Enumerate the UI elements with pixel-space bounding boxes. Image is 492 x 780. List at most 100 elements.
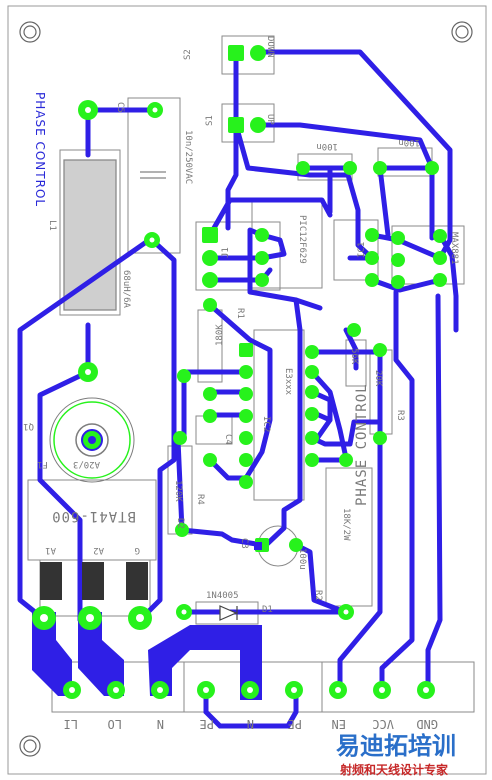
- pad-ic2-6: [239, 453, 253, 467]
- pad-ic2-14: [305, 345, 319, 359]
- label-r-56k: 56K: [349, 348, 359, 365]
- labels: S2 DOWN S1 UP 100n 100n C5 10n/250VAC L1…: [23, 36, 459, 615]
- conn-label-en: EN: [332, 717, 346, 731]
- pad-ic2-4: [239, 409, 253, 423]
- label-fuse-value: A20/3: [73, 459, 100, 469]
- label-pic-chip: PIC12F629: [297, 215, 307, 264]
- fuse-outline: [49, 397, 135, 483]
- pad-j1-1: [202, 227, 218, 243]
- label-pin-a1: A1: [45, 545, 56, 555]
- pad-j1-5: [255, 251, 269, 265]
- conn-label-lo: LO: [108, 717, 122, 731]
- label-r1: R1: [235, 308, 245, 319]
- title-phase-control-right: PHASE CONTROL: [354, 383, 370, 506]
- pad-ic2-12: [305, 385, 319, 399]
- pad-ctop-2: [343, 161, 357, 175]
- label-c3: C3: [239, 538, 249, 549]
- watermark-brand: 易迪拓培训: [336, 732, 456, 760]
- pad-cright-2: [425, 161, 439, 175]
- pad-ic1-2: [365, 251, 379, 265]
- conn-label-pe1: PE: [200, 717, 214, 731]
- label-l1: L1: [47, 220, 57, 231]
- pad-r4-bottom: [175, 523, 189, 537]
- conn-label-pe2: PE: [288, 717, 302, 731]
- pad-ic2-2: [239, 365, 253, 379]
- mount-hole-tl: [19, 21, 41, 43]
- label-c-10n: 10n/250VAC: [183, 130, 193, 184]
- drill-holes: [40, 107, 429, 693]
- label-pin-a2: A2: [93, 545, 104, 555]
- pad-j1-6: [255, 273, 269, 287]
- label-r2: R2: [313, 590, 323, 601]
- label-down: DOWN: [265, 36, 275, 58]
- s2-outline: [221, 35, 275, 75]
- pad-cright-1: [373, 161, 387, 175]
- label-s2: S2: [183, 49, 193, 60]
- label-d2: D2: [175, 518, 185, 529]
- label-triac: BTA41-600: [51, 508, 136, 524]
- label-r4: R4: [195, 494, 205, 505]
- pad-c4-3: [203, 453, 217, 467]
- conn-label-gnd: GND: [416, 717, 438, 731]
- pad-ic2-9: [305, 453, 319, 467]
- pe-trace: [203, 687, 299, 729]
- label-r3: R3: [395, 410, 405, 421]
- pad-ic2-11: [305, 407, 319, 421]
- label-r-20k: 20K: [373, 370, 383, 387]
- watermark: 易迪拓培训 射频和天线设计专家: [336, 732, 456, 777]
- r56k-outline: [345, 339, 367, 387]
- pad-r1-bottom: [177, 369, 191, 383]
- pad-ic2-3: [239, 387, 253, 401]
- pad-r3-top: [373, 343, 387, 357]
- label-r-120k: 120K: [173, 480, 183, 502]
- fuse-holder: [53, 401, 131, 479]
- pad-ic2-7: [239, 475, 253, 489]
- pad-c4-1: [203, 387, 217, 401]
- pad-s2-2: [250, 45, 266, 61]
- label-j1: J1: [221, 247, 231, 258]
- pad-r4-top: [173, 431, 187, 445]
- title-phase-control-left: PHASE CONTROL: [33, 92, 47, 207]
- pad-ic2-1: [239, 343, 253, 357]
- c5-outline: [127, 97, 181, 254]
- diode-symbol: [219, 605, 238, 621]
- label-c4: C4: [223, 434, 233, 445]
- pad-ic1-3: [365, 273, 379, 287]
- mount-hole-tr: [451, 21, 473, 43]
- mount-hole-bl: [19, 735, 41, 757]
- pad-j1-2: [202, 250, 218, 266]
- label-pin-g: G: [135, 545, 140, 555]
- pad-max-1: [391, 231, 405, 245]
- mounting-holes: [19, 21, 473, 757]
- label-max881: MAX881: [449, 232, 459, 265]
- conn-label-vcc: VCC: [372, 717, 394, 731]
- label-ic1: IC1: [357, 242, 367, 258]
- pad-r2-top: [339, 453, 353, 467]
- label-ic2: IC2: [261, 416, 271, 432]
- label-diode: 1N4005: [206, 591, 239, 601]
- conn-label-n1: N: [157, 717, 164, 731]
- label-s1: S1: [205, 115, 215, 126]
- conn-label-li: LI: [64, 717, 78, 731]
- pad-ic1-1: [365, 228, 379, 242]
- label-r-18k: 18K/2W: [341, 508, 351, 541]
- pad-s1-2: [250, 117, 266, 133]
- pad-r3-bottom: [373, 431, 387, 445]
- label-c-100u: 100u: [297, 548, 307, 570]
- pad-s2-1: [228, 45, 244, 61]
- pad-j1-4: [255, 228, 269, 242]
- label-c-100n-right: 100n: [398, 137, 420, 147]
- pad-max-4: [433, 229, 447, 243]
- ic2-outline: [253, 329, 305, 501]
- label-c-100n-top: 100n: [316, 141, 338, 151]
- label-c5: C5: [115, 102, 125, 113]
- triac-body: [40, 562, 148, 600]
- watermark-tagline: 射频和天线设计专家: [339, 762, 449, 777]
- pad-r1-top: [203, 298, 217, 312]
- power-pours: [32, 612, 262, 700]
- pad-ic2-13: [305, 365, 319, 379]
- pad-c3-minus: [289, 538, 303, 552]
- inductor-coil: [63, 159, 117, 311]
- board-outline: [7, 5, 487, 775]
